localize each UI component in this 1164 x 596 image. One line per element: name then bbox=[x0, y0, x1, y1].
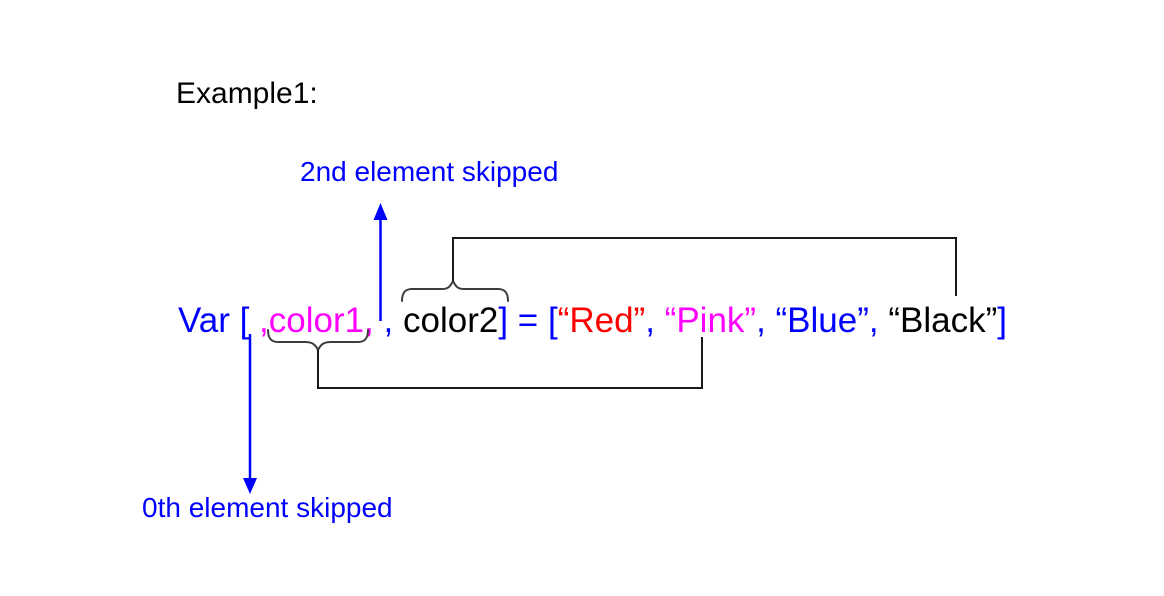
connector-color2-to-black bbox=[452, 237, 957, 296]
expression-segment: “Blue” bbox=[775, 301, 869, 340]
expression-segment: color2 bbox=[403, 301, 499, 340]
expression-line: Var [ ,color1, , color2] = [“Red”, “Pink… bbox=[178, 303, 1007, 338]
expression-segment: , bbox=[645, 301, 665, 340]
expression-segment: Var [ bbox=[178, 301, 250, 340]
expression-segment: ] bbox=[997, 301, 1007, 340]
expression-segment: “Pink” bbox=[664, 301, 757, 340]
expression-segment: ] = [ bbox=[498, 301, 558, 340]
expression-segment: , bbox=[373, 301, 404, 340]
down-arrow bbox=[243, 334, 257, 494]
example-title: Example1: bbox=[176, 77, 318, 110]
top-arrow-label: 2nd element skipped bbox=[300, 156, 559, 187]
connector-color1-to-pink bbox=[317, 337, 703, 389]
up-arrowhead-icon bbox=[373, 203, 388, 220]
bottom-arrow-label: 0th element skipped bbox=[142, 492, 393, 523]
brace-over-color2 bbox=[401, 278, 509, 302]
expression-segment: ,color1, bbox=[249, 301, 374, 340]
expression-segment: “Red” bbox=[557, 301, 646, 340]
expression-segment: “Black” bbox=[888, 301, 998, 340]
expression-segment: , bbox=[756, 301, 776, 340]
expression-segment: , bbox=[868, 301, 889, 340]
